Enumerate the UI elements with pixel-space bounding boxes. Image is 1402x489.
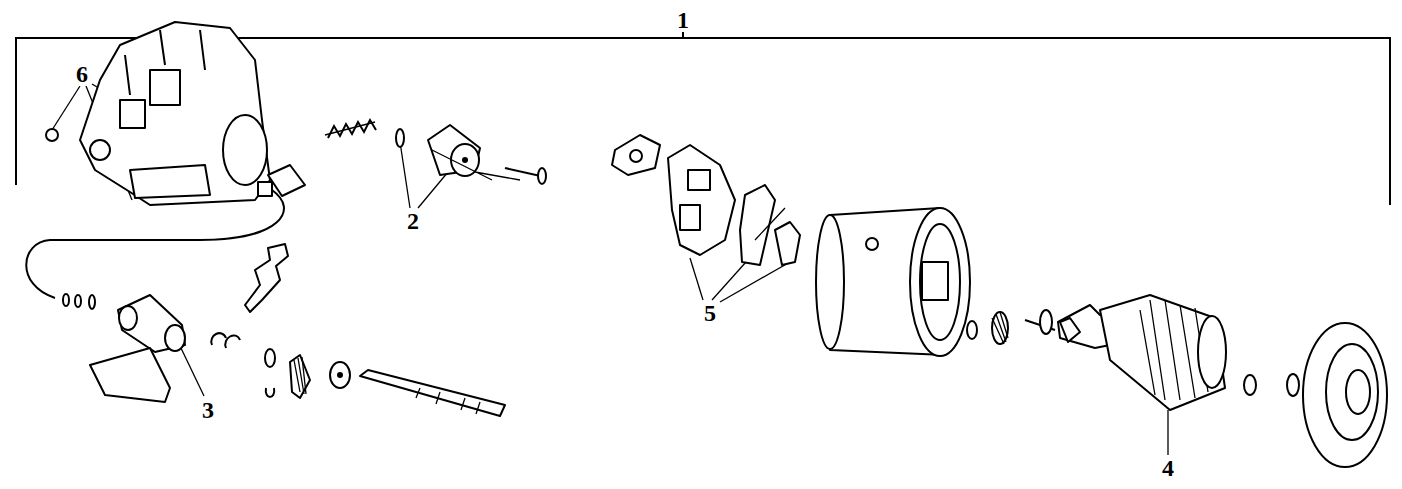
- pinion-drive: [265, 349, 505, 416]
- clips: [211, 333, 240, 348]
- solenoid-plunger: [118, 295, 185, 352]
- callout-number: 3: [200, 398, 216, 422]
- shift-fork: [245, 244, 288, 312]
- end-plate: [1244, 323, 1387, 467]
- callout-number: 5: [702, 301, 718, 325]
- callout-number: 2: [405, 209, 421, 233]
- gasket: [612, 135, 660, 175]
- shield: [90, 348, 170, 402]
- lead-wire: [26, 190, 284, 298]
- field-frame: [816, 208, 970, 356]
- callout-number: 6: [74, 62, 90, 86]
- callout-number: 4: [1160, 456, 1176, 480]
- plunger-spring-parts: [268, 120, 546, 196]
- o-rings: [63, 294, 95, 309]
- callout-number: 1: [675, 8, 691, 32]
- armature-assembly: [967, 295, 1226, 410]
- brush-holder: [668, 145, 800, 265]
- solenoid-housing: [46, 22, 272, 205]
